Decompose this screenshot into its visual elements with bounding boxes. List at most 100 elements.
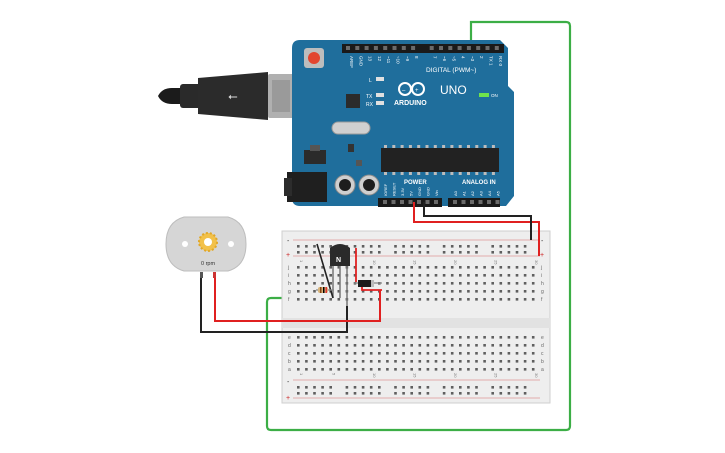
breadboard-hole[interactable]	[418, 360, 422, 363]
breadboard-hole[interactable]	[305, 274, 308, 277]
rail-hole[interactable]	[515, 245, 519, 248]
breadboard-hole[interactable]	[467, 352, 470, 355]
header-pin[interactable]	[383, 46, 388, 50]
breadboard-hole[interactable]	[531, 368, 535, 371]
breadboard-hole[interactable]	[369, 298, 373, 301]
breadboard-hole[interactable]	[402, 368, 405, 371]
breadboard-hole[interactable]	[386, 368, 389, 371]
breadboard-hole[interactable]	[305, 266, 308, 269]
diode-red-wire[interactable]	[361, 287, 382, 291]
breadboard-hole[interactable]	[507, 282, 511, 285]
rail-hole[interactable]	[394, 386, 397, 389]
breadboard-hole[interactable]	[313, 344, 316, 347]
breadboard-hole[interactable]	[345, 336, 349, 339]
breadboard-hole[interactable]	[475, 344, 478, 347]
breadboard-hole[interactable]	[531, 298, 535, 301]
breadboard-hole[interactable]	[434, 360, 438, 363]
breadboard-hole[interactable]	[426, 290, 430, 293]
breadboard-hole[interactable]	[434, 368, 438, 371]
analog-pin[interactable]	[495, 200, 500, 204]
breadboard-hole[interactable]	[353, 344, 357, 347]
breadboard-hole[interactable]	[483, 266, 486, 269]
rail-hole[interactable]	[507, 386, 511, 389]
breadboard-hole[interactable]	[313, 282, 316, 285]
breadboard-hole[interactable]	[450, 360, 454, 363]
breadboard-hole[interactable]	[329, 368, 332, 371]
breadboard-hole[interactable]	[442, 360, 446, 363]
breadboard-hole[interactable]	[467, 344, 470, 347]
breadboard-hole[interactable]	[483, 368, 486, 371]
breadboard-hole[interactable]	[426, 352, 430, 355]
breadboard-hole[interactable]	[386, 282, 389, 285]
breadboard-hole[interactable]	[418, 282, 422, 285]
rail-hole[interactable]	[402, 392, 405, 395]
rail-hole[interactable]	[410, 245, 413, 248]
breadboard-hole[interactable]	[523, 266, 527, 269]
breadboard-hole[interactable]	[378, 266, 381, 269]
breadboard-hole[interactable]	[442, 352, 446, 355]
breadboard-hole[interactable]	[459, 266, 462, 269]
breadboard-hole[interactable]	[442, 298, 446, 301]
breadboard-hole[interactable]	[507, 344, 511, 347]
rail-hole[interactable]	[378, 251, 381, 254]
rail-hole[interactable]	[499, 251, 503, 254]
breadboard-hole[interactable]	[531, 282, 535, 285]
breadboard-hole[interactable]	[402, 336, 405, 339]
breadboard-hole[interactable]	[531, 336, 535, 339]
rail-hole[interactable]	[459, 245, 462, 248]
breadboard-hole[interactable]	[507, 266, 511, 269]
breadboard-hole[interactable]	[321, 274, 324, 277]
breadboard-hole[interactable]	[378, 344, 381, 347]
breadboard-hole[interactable]	[491, 344, 494, 347]
breadboard-hole[interactable]	[459, 352, 462, 355]
breadboard-hole[interactable]	[418, 368, 422, 371]
breadboard-hole[interactable]	[386, 352, 389, 355]
breadboard-hole[interactable]	[402, 298, 405, 301]
breadboard-hole[interactable]	[361, 290, 365, 293]
rail-hole[interactable]	[321, 251, 324, 254]
breadboard-hole[interactable]	[337, 274, 341, 277]
breadboard-hole[interactable]	[313, 352, 316, 355]
breadboard-hole[interactable]	[434, 266, 438, 269]
breadboard-hole[interactable]	[313, 336, 316, 339]
rail-hole[interactable]	[418, 251, 422, 254]
breadboard-hole[interactable]	[434, 336, 438, 339]
breadboard-hole[interactable]	[402, 266, 405, 269]
rail-hole[interactable]	[313, 386, 316, 389]
breadboard-hole[interactable]	[491, 368, 494, 371]
rail-hole[interactable]	[329, 386, 332, 389]
breadboard-hole[interactable]	[475, 298, 478, 301]
breadboard-hole[interactable]	[450, 352, 454, 355]
rail-hole[interactable]	[523, 251, 527, 254]
breadboard-hole[interactable]	[491, 336, 494, 339]
breadboard-hole[interactable]	[321, 360, 324, 363]
breadboard-hole[interactable]	[531, 290, 535, 293]
breadboard-hole[interactable]	[345, 368, 349, 371]
breadboard-hole[interactable]	[483, 290, 486, 293]
rail-hole[interactable]	[426, 251, 430, 254]
rail-hole[interactable]	[353, 392, 357, 395]
breadboard-hole[interactable]	[483, 282, 486, 285]
breadboard-hole[interactable]	[345, 352, 349, 355]
breadboard-hole[interactable]	[297, 352, 300, 355]
breadboard-hole[interactable]	[507, 336, 511, 339]
breadboard-hole[interactable]	[353, 290, 357, 293]
breadboard-hole[interactable]	[467, 266, 470, 269]
header-pin[interactable]	[429, 46, 434, 50]
breadboard-hole[interactable]	[337, 336, 341, 339]
rail-hole[interactable]	[442, 392, 446, 395]
breadboard-hole[interactable]	[483, 352, 486, 355]
breadboard-hole[interactable]	[450, 266, 454, 269]
breadboard-hole[interactable]	[491, 360, 494, 363]
breadboard-hole[interactable]	[345, 344, 349, 347]
header-pin[interactable]	[494, 46, 499, 50]
breadboard-hole[interactable]	[515, 290, 519, 293]
breadboard-hole[interactable]	[353, 274, 357, 277]
breadboard-hole[interactable]	[394, 266, 397, 269]
power-jack[interactable]	[287, 172, 327, 202]
rail-hole[interactable]	[410, 251, 413, 254]
breadboard-hole[interactable]	[523, 368, 527, 371]
breadboard-hole[interactable]	[523, 360, 527, 363]
rail-hole[interactable]	[426, 386, 430, 389]
power-pin[interactable]	[400, 200, 404, 204]
